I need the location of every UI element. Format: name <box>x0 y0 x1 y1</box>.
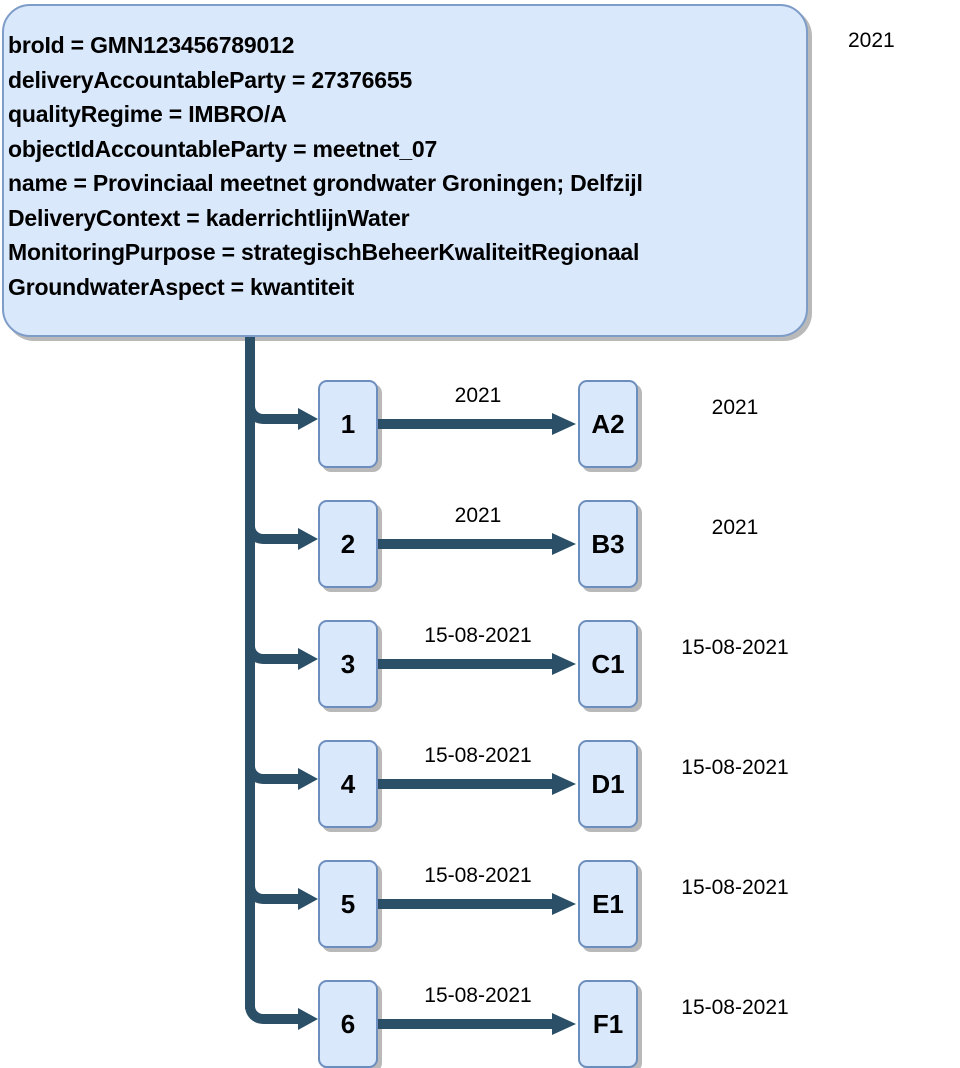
elbow-arrow-stub <box>272 1014 300 1024</box>
source-node[interactable]: 6 <box>318 980 378 1068</box>
edge-label: 15-08-2021 <box>424 744 532 767</box>
elbow-arrow-head-icon <box>298 1008 318 1030</box>
info-line-groundwater-aspect: GroundwaterAspect = kwantiteit <box>8 273 355 300</box>
info-line-monitoring-purpose: MonitoringPurpose = strategischBeheerKwa… <box>8 239 640 265</box>
edge-arrow-line <box>378 1019 556 1029</box>
edge-arrow-head-icon <box>552 773 576 795</box>
row-right-label: 15-08-2021 <box>681 636 789 659</box>
elbow-connector <box>245 752 275 784</box>
info-line-delivery-context: DeliveryContext = kaderrichtlijnWater <box>8 204 410 231</box>
elbow-arrow-stub <box>272 654 300 664</box>
edge-label: 15-08-2021 <box>424 624 532 647</box>
edge-arrow-line <box>378 539 556 549</box>
target-node[interactable]: B3 <box>578 500 638 588</box>
info-line-quality-regime: qualityRegime = IMBRO/A <box>8 101 287 127</box>
edge-arrow-line <box>378 659 556 669</box>
diagram-row: 4 15-08-2021 D1 15-08-2021 <box>0 740 960 828</box>
elbow-arrow-stub <box>272 774 300 784</box>
elbow-arrow-stub <box>272 534 300 544</box>
elbow-connector <box>245 632 275 664</box>
source-node[interactable]: 4 <box>318 740 378 828</box>
row-right-label: 2021 <box>711 396 759 419</box>
info-line-delivery-accountable-party: deliveryAccountableParty = 27376655 <box>8 66 413 93</box>
diagram-row: 2 2021 B3 2021 <box>0 500 960 588</box>
edge-arrow-line <box>378 419 556 429</box>
source-node[interactable]: 1 <box>318 380 378 468</box>
diagram-row: 1 2021 A2 2021 <box>0 380 960 468</box>
target-node[interactable]: F1 <box>578 980 638 1068</box>
edge-arrow-head-icon <box>552 893 576 915</box>
elbow-connector <box>245 512 275 544</box>
edge-label: 15-08-2021 <box>424 864 532 887</box>
row-right-label: 15-08-2021 <box>681 996 789 1019</box>
diagram-row: 5 15-08-2021 E1 15-08-2021 <box>0 860 960 948</box>
elbow-connector <box>245 992 275 1024</box>
info-line-name: name = Provinciaal meetnet grondwater Gr… <box>8 170 643 196</box>
target-node[interactable]: C1 <box>578 620 638 708</box>
elbow-connector <box>245 392 275 424</box>
edge-label: 2021 <box>454 504 502 527</box>
source-node[interactable]: 2 <box>318 500 378 588</box>
elbow-arrow-stub <box>272 894 300 904</box>
edge-arrow-line <box>378 779 556 789</box>
source-node[interactable]: 3 <box>318 620 378 708</box>
info-line-broid: broId = GMN123456789012 <box>8 32 295 58</box>
elbow-arrow-head-icon <box>298 528 318 550</box>
monitoring-network-info-box: broId = GMN123456789012 deliveryAccounta… <box>2 4 808 337</box>
edge-label: 15-08-2021 <box>424 984 532 1007</box>
edge-label: 2021 <box>454 384 502 407</box>
diagram-row: 6 15-08-2021 F1 15-08-2021 <box>0 980 960 1068</box>
row-right-label: 15-08-2021 <box>681 756 789 779</box>
info-line-object-id-accountable-party: objectIdAccountableParty = meetnet_07 <box>8 135 438 162</box>
target-node[interactable]: A2 <box>578 380 638 468</box>
elbow-arrow-head-icon <box>298 648 318 670</box>
edge-arrow-head-icon <box>552 533 576 555</box>
source-node[interactable]: 5 <box>318 860 378 948</box>
edge-arrow-line <box>378 899 556 909</box>
trunk-connector-line <box>245 337 255 1009</box>
edge-arrow-head-icon <box>552 653 576 675</box>
edge-arrow-head-icon <box>552 1013 576 1035</box>
elbow-connector <box>245 872 275 904</box>
target-node[interactable]: E1 <box>578 860 638 948</box>
row-right-label: 15-08-2021 <box>681 876 789 899</box>
info-box-right-label: 2021 <box>848 29 895 52</box>
target-node[interactable]: D1 <box>578 740 638 828</box>
elbow-arrow-head-icon <box>298 768 318 790</box>
edge-arrow-head-icon <box>552 413 576 435</box>
elbow-arrow-stub <box>272 414 300 424</box>
diagram-row: 3 15-08-2021 C1 15-08-2021 <box>0 620 960 708</box>
elbow-arrow-head-icon <box>298 888 318 910</box>
elbow-arrow-head-icon <box>298 408 318 430</box>
row-right-label: 2021 <box>711 516 759 539</box>
